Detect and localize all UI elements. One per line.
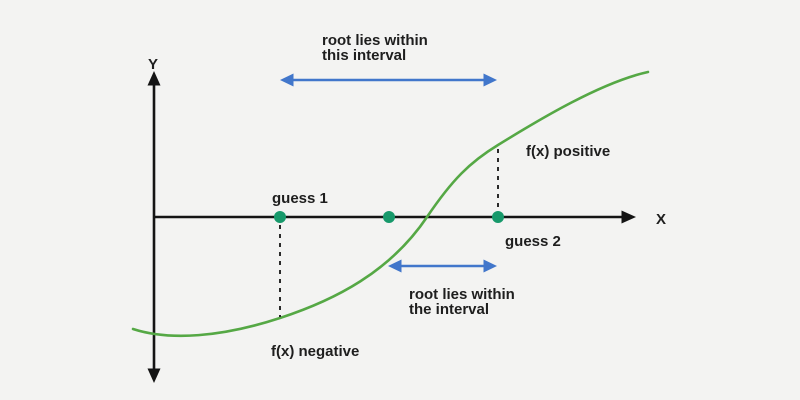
- guess1-label: guess 1: [272, 190, 328, 207]
- fx-negative-label: f(x) negative: [271, 343, 359, 360]
- top-interval-label-line2: this interval: [322, 47, 406, 64]
- fx-positive-label: f(x) positive: [526, 143, 610, 160]
- annotation-top-interval: root lies within this interval: [322, 32, 428, 64]
- bottom-interval-label-line2: the interval: [409, 301, 489, 318]
- top-interval-arrowhead-right-icon: [483, 73, 497, 87]
- y-axis-arrowhead-up-icon: [147, 71, 161, 86]
- bottom-interval-arrowhead-left-icon: [388, 259, 402, 273]
- bottom-interval-arrow: [388, 259, 497, 273]
- function-curve: [131, 70, 650, 338]
- x-axis-arrowhead-right-icon: [621, 210, 636, 224]
- annotation-bottom-interval: root lies within the interval: [409, 286, 515, 318]
- guess2-point: [492, 211, 504, 223]
- guess2-label: guess 2: [505, 233, 561, 250]
- bottom-interval-label-line1: root lies within: [409, 286, 515, 303]
- top-interval-label-line1: root lies within: [322, 32, 428, 49]
- guess1-point: [274, 211, 286, 223]
- y-axis-label: Y: [148, 56, 158, 73]
- top-interval-arrow: [280, 73, 497, 87]
- bottom-interval-arrowhead-right-icon: [483, 259, 497, 273]
- y-axis: Y: [147, 56, 161, 383]
- midpoint-point: [383, 211, 395, 223]
- x-axis-label: X: [656, 211, 666, 228]
- top-interval-arrowhead-left-icon: [280, 73, 294, 87]
- y-axis-arrowhead-down-icon: [147, 368, 161, 383]
